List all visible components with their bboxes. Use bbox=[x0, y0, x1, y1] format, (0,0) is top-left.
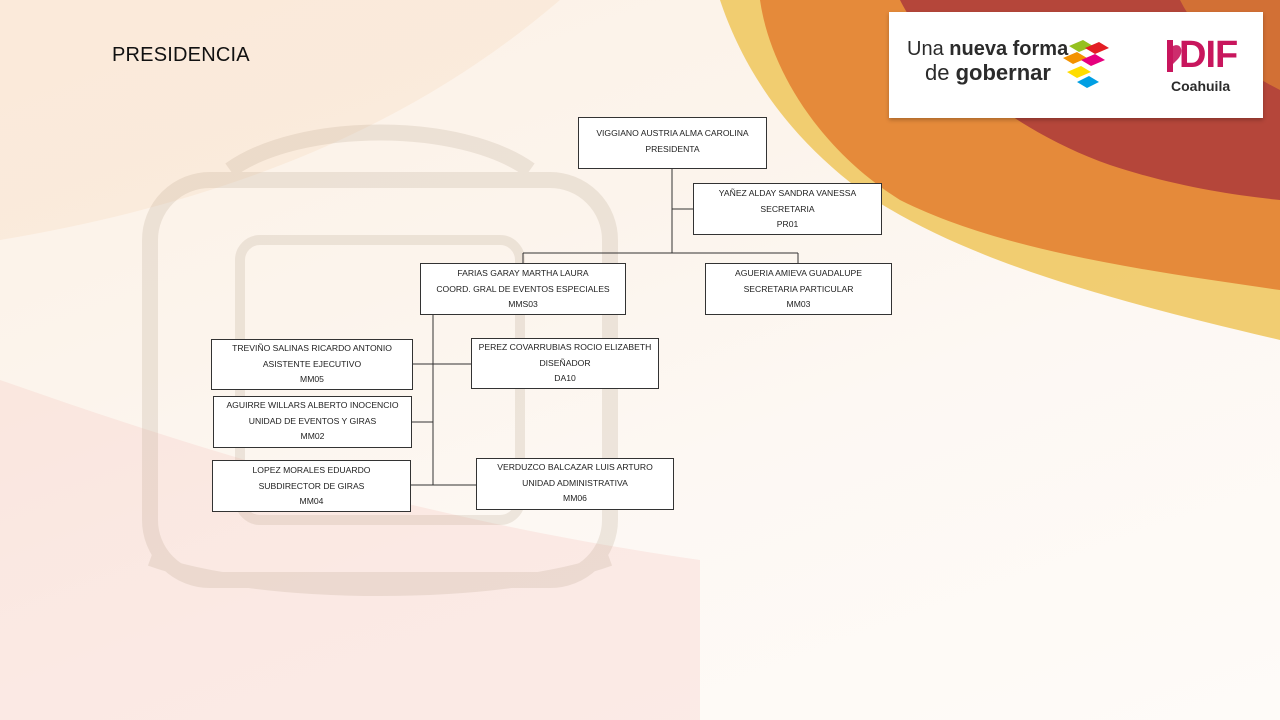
org-role: COORD. GRAL DE EVENTOS ESPECIALES bbox=[436, 283, 610, 294]
org-box-eventos: AGUIRRE WILLARS ALBERTO INOCENCIO UNIDAD… bbox=[213, 396, 412, 448]
logo-tagline-plain: Una bbox=[907, 38, 944, 60]
org-box-asistente: TREVIÑO SALINAS RICARDO ANTONIO ASISTENT… bbox=[211, 339, 413, 390]
org-name: PEREZ COVARRUBIAS ROCIO ELIZABETH bbox=[478, 342, 652, 352]
org-box-secretaria: YAÑEZ ALDAY SANDRA VANESSA SECRETARIA PR… bbox=[693, 183, 882, 235]
logo-tagline-line2: de gobernar bbox=[925, 60, 1051, 86]
org-role: ASISTENTE EJECUTIVO bbox=[262, 358, 362, 369]
org-code: MM03 bbox=[786, 299, 811, 309]
logo-tagline-plain-2: de bbox=[925, 60, 950, 85]
dif-logo-text: DIF bbox=[1179, 34, 1238, 76]
org-role: UNIDAD ADMINISTRATIVA bbox=[522, 477, 628, 488]
org-code: MM04 bbox=[299, 496, 324, 506]
org-box-giras: LOPEZ MORALES EDUARDO SUBDIRECTOR DE GIR… bbox=[212, 460, 411, 512]
coahuila-logo-text: Coahuila bbox=[1171, 78, 1231, 94]
logo-tagline-bold-2: gobernar bbox=[955, 60, 1051, 85]
org-box-disenador: PEREZ COVARRUBIAS ROCIO ELIZABETH DISEÑA… bbox=[471, 338, 659, 389]
org-code: MM02 bbox=[300, 431, 325, 441]
org-name: TREVIÑO SALINAS RICARDO ANTONIO bbox=[232, 343, 392, 353]
org-box-presidenta: VIGGIANO AUSTRIA ALMA CAROLINA PRESIDENT… bbox=[578, 117, 767, 169]
org-box-coord: FARIAS GARAY MARTHA LAURA COORD. GRAL DE… bbox=[420, 263, 626, 315]
org-name: VERDUZCO BALCAZAR LUIS ARTURO bbox=[497, 462, 653, 472]
logo-panel: Una nueva forma de gobernar DIF Coahuila bbox=[889, 12, 1263, 118]
mosaic-logo-icon bbox=[1063, 40, 1109, 88]
org-box-particular: AGUERIA AMIEVA GUADALUPE SECRETARIA PART… bbox=[705, 263, 892, 315]
org-name: FARIAS GARAY MARTHA LAURA bbox=[457, 268, 589, 278]
org-box-administrativa: VERDUZCO BALCAZAR LUIS ARTURO UNIDAD ADM… bbox=[476, 458, 674, 510]
org-role: SECRETARIA bbox=[760, 203, 815, 214]
org-name: AGUIRRE WILLARS ALBERTO INOCENCIO bbox=[226, 400, 399, 410]
dif-heart-icon bbox=[1167, 40, 1182, 72]
org-code: MMS03 bbox=[508, 299, 538, 309]
org-code: PR01 bbox=[776, 219, 799, 229]
org-role: UNIDAD DE EVENTOS Y GIRAS bbox=[248, 415, 377, 426]
pink-haze bbox=[0, 380, 700, 720]
org-role: DISEÑADOR bbox=[539, 357, 591, 368]
org-code: DA10 bbox=[554, 373, 576, 383]
org-code: MM06 bbox=[563, 493, 587, 503]
org-name: AGUERIA AMIEVA GUADALUPE bbox=[735, 268, 862, 278]
org-role: SECRETARIA PARTICULAR bbox=[743, 283, 854, 294]
logo-tagline-line1: Una nueva forma bbox=[907, 38, 1068, 61]
peach-haze bbox=[0, 0, 560, 240]
org-role: SUBDIRECTOR DE GIRAS bbox=[258, 480, 365, 491]
org-name: YAÑEZ ALDAY SANDRA VANESSA bbox=[718, 188, 857, 198]
logo-tagline-bold: nueva forma bbox=[949, 38, 1069, 60]
page-title: PRESIDENCIA bbox=[112, 44, 250, 66]
org-name: VIGGIANO AUSTRIA ALMA CAROLINA bbox=[596, 128, 749, 138]
org-role: PRESIDENTA bbox=[645, 143, 700, 154]
org-name: LOPEZ MORALES EDUARDO bbox=[252, 465, 371, 475]
org-code: MM05 bbox=[300, 374, 324, 384]
